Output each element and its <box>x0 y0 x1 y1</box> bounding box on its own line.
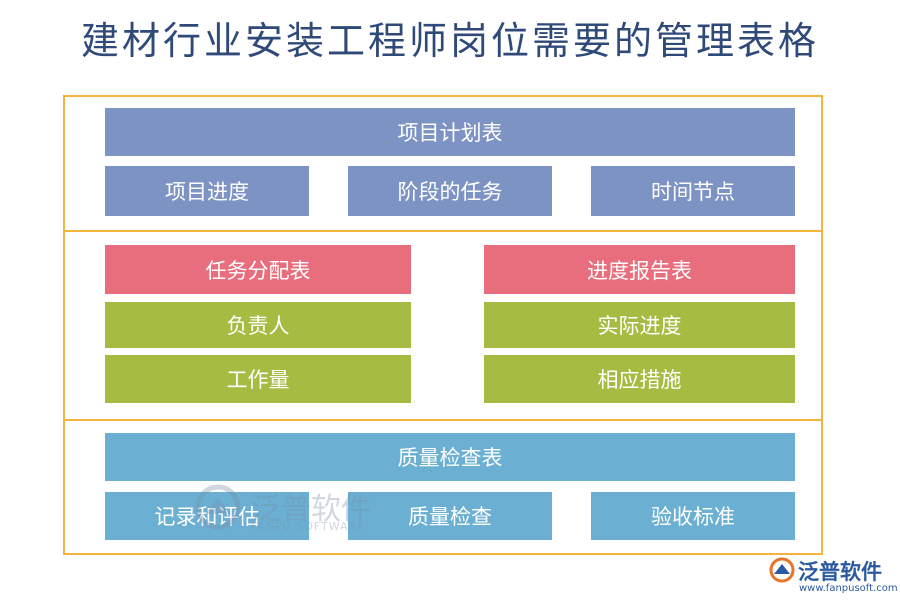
assignment-item-workload: 工作量 <box>105 355 411 403</box>
quality-item-inspection: 质量检查 <box>348 492 552 540</box>
plan-item-milestones: 时间节点 <box>591 166 795 216</box>
quality-item-records: 记录和评估 <box>105 492 309 540</box>
diagram-frame <box>63 95 823 555</box>
assignment-table-header: 任务分配表 <box>105 245 411 294</box>
progress-item-actual: 实际进度 <box>484 302 795 348</box>
quality-table-header: 质量检查表 <box>105 433 795 481</box>
progress-item-measures: 相应措施 <box>484 355 795 403</box>
plan-item-stage-tasks: 阶段的任务 <box>348 166 552 216</box>
fanpu-logo: 泛普软件 www.fanpusoft.com <box>768 556 898 598</box>
quality-item-acceptance: 验收标准 <box>591 492 795 540</box>
fanpu-logo-icon <box>769 557 795 583</box>
section-divider <box>63 230 823 232</box>
section-divider <box>63 419 823 421</box>
progress-report-header: 进度报告表 <box>484 245 795 294</box>
plan-item-progress: 项目进度 <box>105 166 309 216</box>
assignment-item-owner: 负责人 <box>105 302 411 348</box>
plan-table-header: 项目计划表 <box>105 108 795 156</box>
logo-url: www.fanpusoft.com <box>799 583 898 594</box>
page-title: 建材行业安装工程师岗位需要的管理表格 <box>80 19 819 63</box>
logo-name: 泛普软件 <box>798 560 882 584</box>
